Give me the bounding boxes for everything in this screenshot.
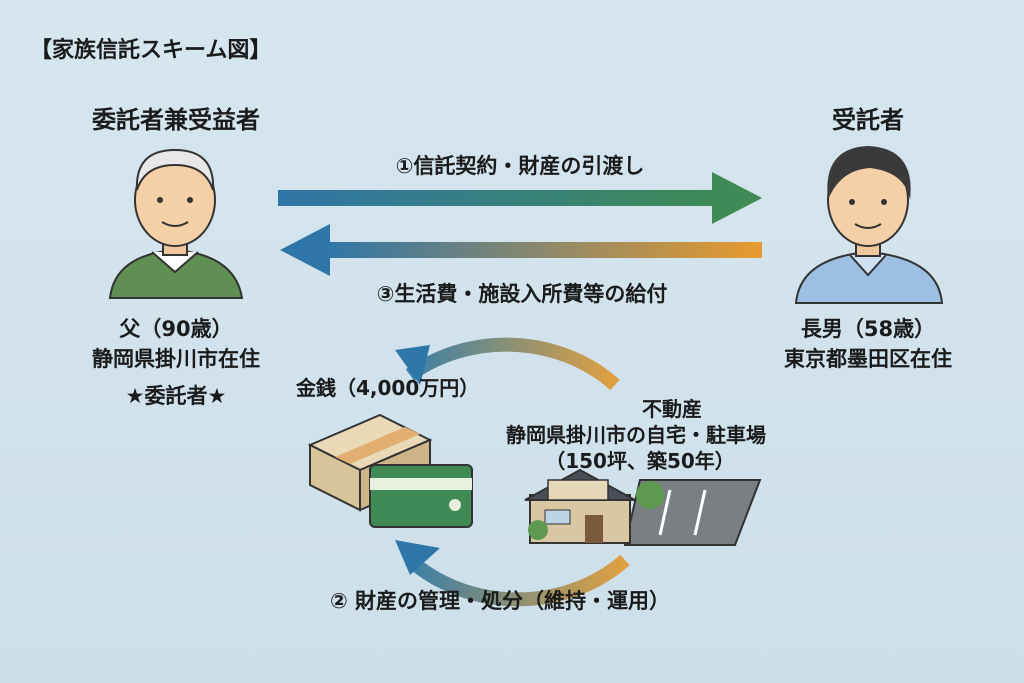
real-estate-title: 不動産 bbox=[642, 397, 702, 421]
trustee-name: 長男（58歳） bbox=[800, 317, 936, 341]
trustee-residence: 東京都墨田区在住 bbox=[784, 347, 952, 371]
father-illustration bbox=[108, 148, 244, 299]
settlor-name: 父（90歳） bbox=[119, 317, 233, 341]
bank-card-icon bbox=[369, 464, 473, 528]
settlor-role: ★委託者★ bbox=[125, 384, 227, 408]
real-estate-detail: （150坪、築50年） bbox=[545, 449, 735, 473]
step3-label: ③生活費・施設入所費等の給付 bbox=[376, 282, 668, 306]
house-and-parking-icon bbox=[524, 468, 762, 546]
diagram-title: 【家族信託スキーム図】 bbox=[30, 38, 272, 63]
management-cycle-arrow bbox=[395, 337, 630, 607]
arrow-step1-right bbox=[278, 172, 762, 224]
trustee-heading: 受託者 bbox=[832, 106, 904, 134]
step1-label: ①信託契約・財産の引渡し bbox=[395, 154, 645, 178]
money-label: 金銭（4,000万円） bbox=[296, 376, 480, 400]
real-estate-desc: 静岡県掛川市の自宅・駐車場 bbox=[506, 423, 766, 447]
son-illustration bbox=[794, 146, 944, 304]
step2-label: ② 財産の管理・処分（維持・運用） bbox=[329, 589, 671, 613]
arrow-step3-left bbox=[280, 224, 762, 276]
settlor-residence: 静岡県掛川市在住 bbox=[92, 347, 260, 371]
settlor-heading: 委託者兼受益者 bbox=[92, 106, 260, 134]
